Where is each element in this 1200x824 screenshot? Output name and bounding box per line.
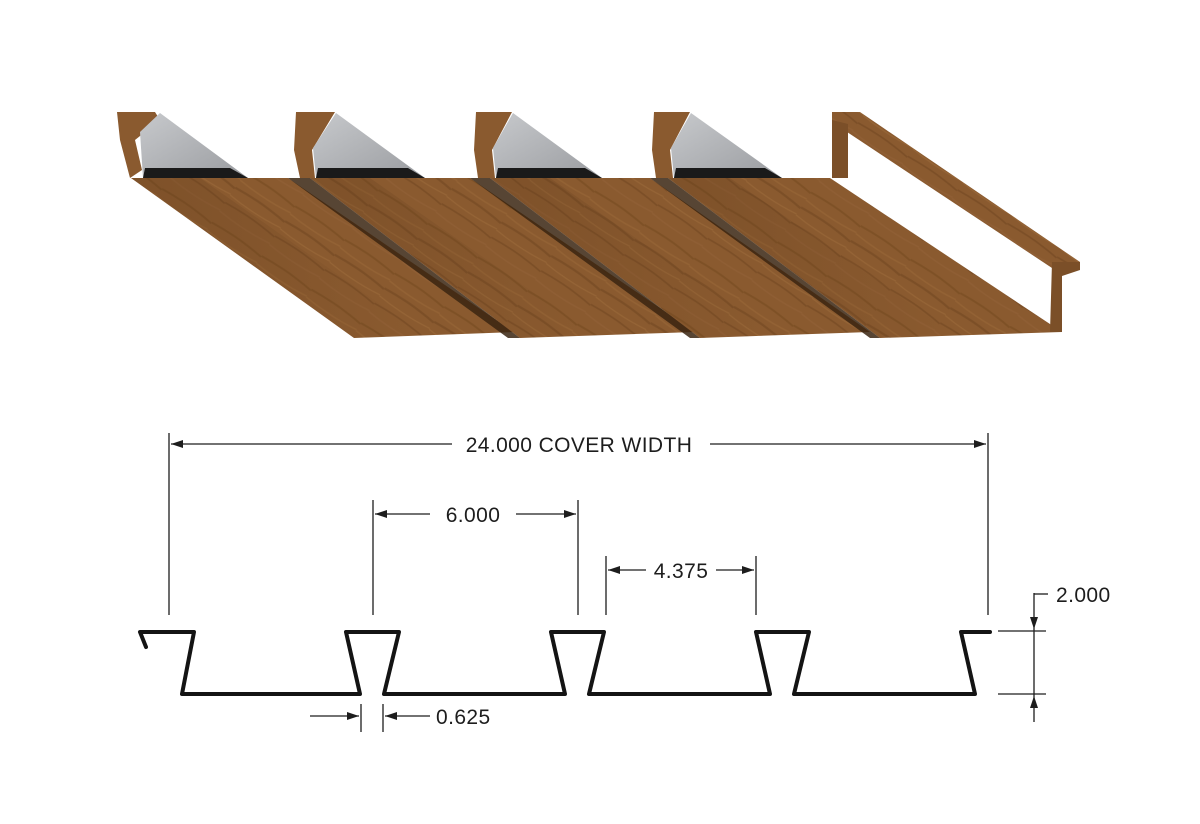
rib-spacing-label: 6.000	[446, 504, 501, 527]
panel-right-flange	[832, 112, 1080, 270]
rib-height-label: 2.000	[1056, 584, 1111, 607]
cover-width-label: 24.000 COVER WIDTH	[466, 434, 693, 457]
pan-width-label: 4.375	[654, 560, 709, 583]
rib-top-1	[294, 112, 335, 178]
panel-profile-drawing	[138, 630, 992, 696]
woodgrain-panel-illustration	[117, 112, 1080, 338]
rib-top-2	[474, 112, 512, 178]
dimension-annotations: 24.000 COVER WIDTH 6.000 4.375 2.000	[168, 433, 1111, 732]
rib-gap-label: 0.625	[436, 706, 491, 729]
rib-underside-3	[493, 113, 602, 178]
rib-top-3	[652, 112, 690, 178]
rib-underside-4	[671, 113, 782, 178]
panel-right-lip	[1050, 262, 1080, 332]
rib-underside-1	[140, 113, 248, 178]
panel-profile-outline	[138, 630, 992, 696]
rib-seam-3	[650, 178, 880, 338]
panel-right-vertical	[832, 120, 848, 178]
rib-seam-2	[470, 178, 700, 338]
rib-seam-1	[288, 178, 520, 338]
rib-underside-2	[313, 113, 425, 178]
